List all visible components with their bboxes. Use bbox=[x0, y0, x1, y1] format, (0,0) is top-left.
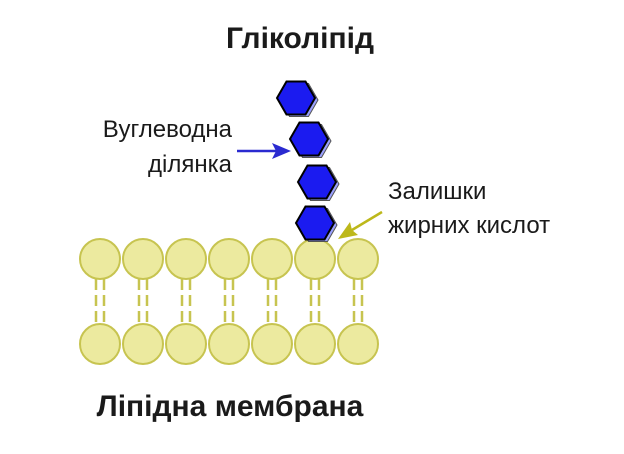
fatty-acid-arrow-shaft bbox=[351, 210, 383, 232]
membrane-title: Ліпідна мембрана bbox=[96, 390, 364, 423]
pointer-arrows bbox=[237, 143, 383, 239]
carbohydrate-label-line-2: ділянка bbox=[148, 151, 232, 178]
lipid-head-icon bbox=[165, 238, 207, 280]
sugar-hexagon-icon bbox=[288, 121, 330, 157]
lipid-head-icon bbox=[251, 323, 293, 365]
fatty-acid-arrow-head-icon bbox=[338, 222, 358, 239]
sugar-hexagon-icon bbox=[294, 205, 336, 241]
lipid-head-icon bbox=[294, 238, 336, 280]
lipid-head-icon bbox=[337, 238, 379, 280]
sugar-hexagon-icon bbox=[275, 80, 317, 116]
carbohydrate-arrow-head-icon bbox=[272, 143, 291, 159]
lipid-head-icon bbox=[294, 323, 336, 365]
carbohydrate-chain bbox=[275, 80, 340, 242]
carbohydrate-label-line-1: Вуглеводна bbox=[102, 116, 232, 143]
lipid-head-icon bbox=[208, 238, 250, 280]
lipid-head-icon bbox=[122, 323, 164, 365]
lipid-head-icon bbox=[251, 238, 293, 280]
lipid-head-icon bbox=[337, 323, 379, 365]
lipid-head-icon bbox=[208, 323, 250, 365]
lipid-head-icon bbox=[165, 323, 207, 365]
lipid-head-icon bbox=[79, 238, 121, 280]
lipid-head-icon bbox=[79, 323, 121, 365]
sugar-hexagon-icon bbox=[296, 164, 338, 200]
lipid-head-icon bbox=[122, 238, 164, 280]
diagram-title: Гліколіпід bbox=[226, 22, 374, 55]
lipid-tails bbox=[94, 279, 364, 324]
lipid-heads bbox=[79, 238, 379, 365]
fatty-acid-label-line-1: Залишки bbox=[388, 178, 487, 205]
fatty-acid-label-line-2: жирних кислот bbox=[388, 212, 551, 239]
